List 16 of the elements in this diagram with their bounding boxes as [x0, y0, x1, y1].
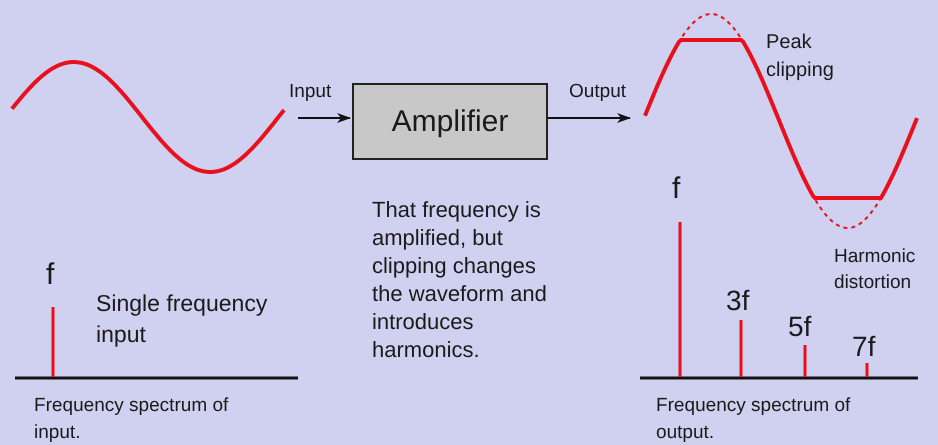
amplifier-box: Amplifier	[352, 83, 548, 160]
harmonic-label: 3f	[726, 284, 750, 318]
annotation: Harmonic distortion	[834, 245, 916, 295]
annotation: Peak clipping	[766, 30, 835, 83]
edge-label: Output	[569, 80, 626, 104]
harmonic-label: 7f	[852, 330, 876, 364]
edge-label: Input	[289, 80, 332, 104]
arrow	[548, 113, 631, 123]
harmonic-label: 5f	[788, 310, 812, 344]
annotation: Single frequency input	[96, 289, 268, 349]
caption: Frequency spectrum of output.	[656, 394, 852, 445]
caption: Frequency spectrum of input.	[34, 394, 230, 445]
frequency-label: f	[46, 257, 56, 293]
arrow	[298, 113, 351, 123]
frequency-label: f	[672, 171, 682, 207]
explanation-text: That frequency is amplified, but clipping changes the waveform and introduces harmonics.	[372, 196, 548, 364]
